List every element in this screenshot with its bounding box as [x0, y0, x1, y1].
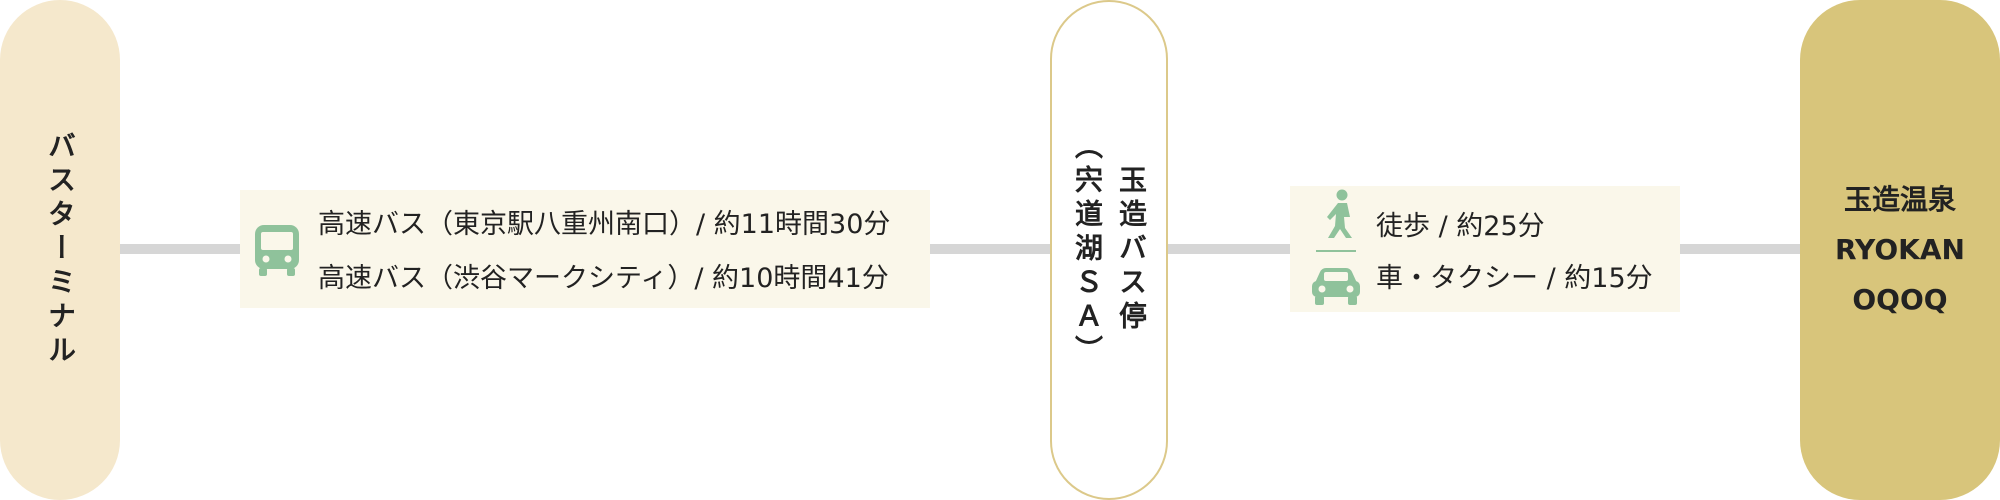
mid-node-label-sub: （宍道湖ＳＡ）: [1071, 131, 1104, 369]
end-node-label-line2: RYOKAN: [1835, 233, 1965, 266]
car-taxi-time: 車・タクシー / 約15分: [1376, 263, 1653, 294]
end-node-label-line3: OQOQ: [1852, 283, 1948, 316]
icon-divider: [1316, 250, 1356, 252]
route-line: [100, 244, 1820, 254]
mid-node-bus-stop: 玉造バス停 （宍道湖ＳＡ）: [1050, 0, 1168, 500]
start-node-label: バスターミナル: [44, 131, 77, 369]
walking-person-icon: [1327, 189, 1352, 238]
last-mile-info-box: 徒歩 / 約25分 車・タクシー / 約15分: [1290, 186, 1680, 312]
mid-node-label-main: 玉造バス停: [1115, 165, 1148, 335]
end-node-ryokan: 玉造温泉 RYOKAN OQOQ: [1800, 0, 2000, 500]
walk-time: 徒歩 / 約25分: [1376, 211, 1545, 242]
bus-route-info-box: 高速バス（東京駅八重州南口）/ 約11時間30分 高速バス（渋谷マークシティ）/…: [240, 190, 930, 308]
bus-route-tokyo: 高速バス（東京駅八重州南口）/ 約11時間30分: [318, 209, 891, 240]
start-node-bus-terminal: バスターミナル: [0, 0, 120, 500]
bus-icon: [255, 225, 299, 276]
car-icon: [1312, 268, 1360, 305]
bus-route-shibuya: 高速バス（渋谷マークシティ）/ 約10時間41分: [318, 263, 889, 294]
end-node-label-line1: 玉造温泉: [1843, 183, 1956, 216]
